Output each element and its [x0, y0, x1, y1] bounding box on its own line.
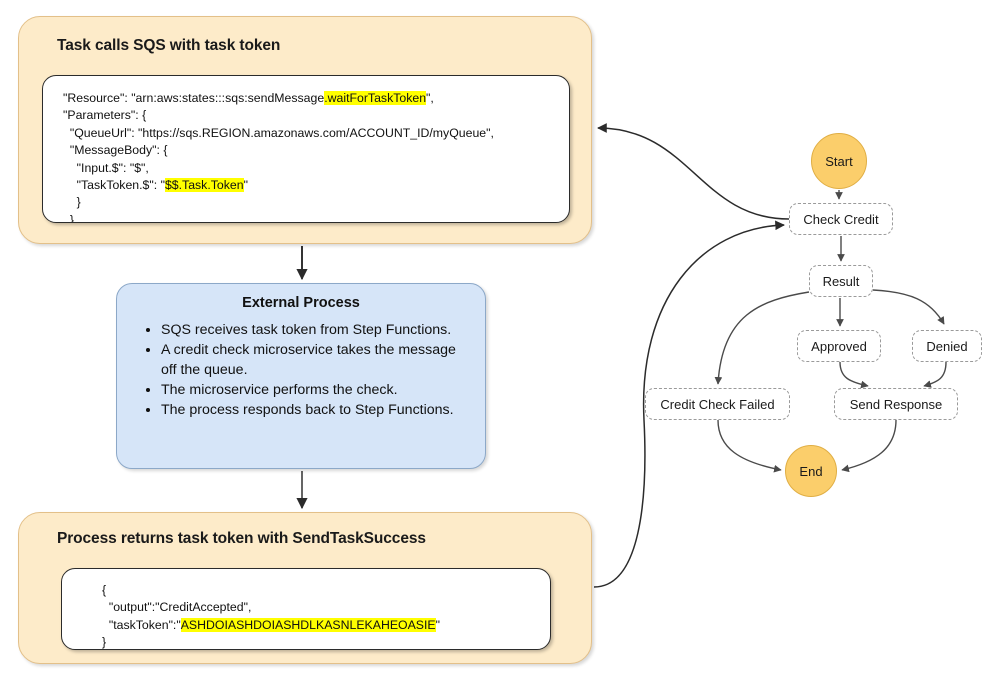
list-item: The process responds back to Step Functi… — [161, 400, 471, 420]
code-lines-send-task-success: { "output":"CreditAccepted", "taskToken"… — [102, 582, 440, 650]
state-node-result[interactable]: Result — [809, 265, 873, 297]
state-node-credit-check-failed[interactable]: Credit Check Failed — [645, 388, 790, 420]
state-node-start[interactable]: Start — [811, 133, 867, 189]
state-node-denied[interactable]: Denied — [912, 330, 982, 362]
list-item: SQS receives task token from Step Functi… — [161, 320, 471, 340]
code-highlight-wait-for-task-token: .waitForTaskToken — [324, 91, 427, 105]
code-line-2: "Parameters": { — [63, 108, 147, 123]
code-line-4: } — [102, 635, 107, 650]
code-line-1a: "Resource": "arn:aws:states:::sqs:sendMe… — [63, 91, 325, 105]
code-line-4: "MessageBody": { — [63, 143, 168, 158]
code-line-6b: " — [243, 178, 248, 193]
code-block-task-definition: "Resource": "arn:aws:states:::sqs:sendMe… — [42, 75, 570, 223]
edge-approved-to-send-response — [839, 361, 869, 389]
state-node-send-response[interactable]: Send Response — [834, 388, 958, 420]
state-node-check-credit[interactable]: Check Credit — [789, 203, 893, 235]
code-highlight-task-token-path: $$.Task.Token — [164, 178, 244, 193]
panel-external-process: External Process SQS receives task token… — [116, 283, 486, 469]
edge-result-to-credit-check-failed — [714, 291, 810, 385]
code-line-3: "QueueUrl": "https://sqs.REGION.amazonaw… — [63, 125, 494, 140]
list-item: The microservice performs the check. — [161, 380, 471, 400]
code-block-send-task-success: { "output":"CreditAccepted", "taskToken"… — [61, 568, 551, 650]
edge-check-credit-to-panel-top — [597, 123, 790, 220]
panel-process-returns-task-token: Process returns task token with SendTask… — [18, 512, 592, 664]
code-line-3a: "taskToken":" — [102, 617, 181, 632]
code-line-8: }, — [63, 212, 78, 223]
state-node-approved[interactable]: Approved — [797, 330, 881, 362]
external-process-title: External Process — [242, 295, 360, 311]
edge-denied-to-send-response — [923, 361, 947, 388]
code-line-1b: ", — [426, 91, 434, 105]
code-line-3b: " — [435, 617, 440, 632]
edge-result-to-denied — [872, 289, 945, 325]
code-line-7: } — [63, 195, 81, 210]
code-highlight-task-token-value: ASHDOIASHDOIASHDLKASNLEKAHEOASIE — [180, 617, 436, 632]
panel-task-calls-sqs: Task calls SQS with task token "Resource… — [18, 16, 592, 244]
list-item: A credit check microservice takes the me… — [161, 340, 471, 380]
panel-bottom-title: Process returns task token with SendTask… — [57, 530, 426, 547]
edge-send-response-to-end — [841, 419, 897, 473]
state-node-end[interactable]: End — [785, 445, 837, 497]
code-line-5: "Input.$": "$", — [63, 160, 149, 175]
edge-credit-check-failed-to-end — [717, 419, 782, 473]
code-line-1: { — [102, 583, 107, 597]
code-line-6a: "TaskToken.$": " — [63, 178, 165, 193]
code-line-2: "output":"CreditAccepted", — [102, 600, 252, 615]
code-lines-task-definition: "Resource": "arn:aws:states:::sqs:sendMe… — [63, 90, 494, 223]
external-process-bullet-list: SQS receives task token from Step Functi… — [139, 320, 471, 420]
panel-top-title: Task calls SQS with task token — [57, 37, 281, 54]
